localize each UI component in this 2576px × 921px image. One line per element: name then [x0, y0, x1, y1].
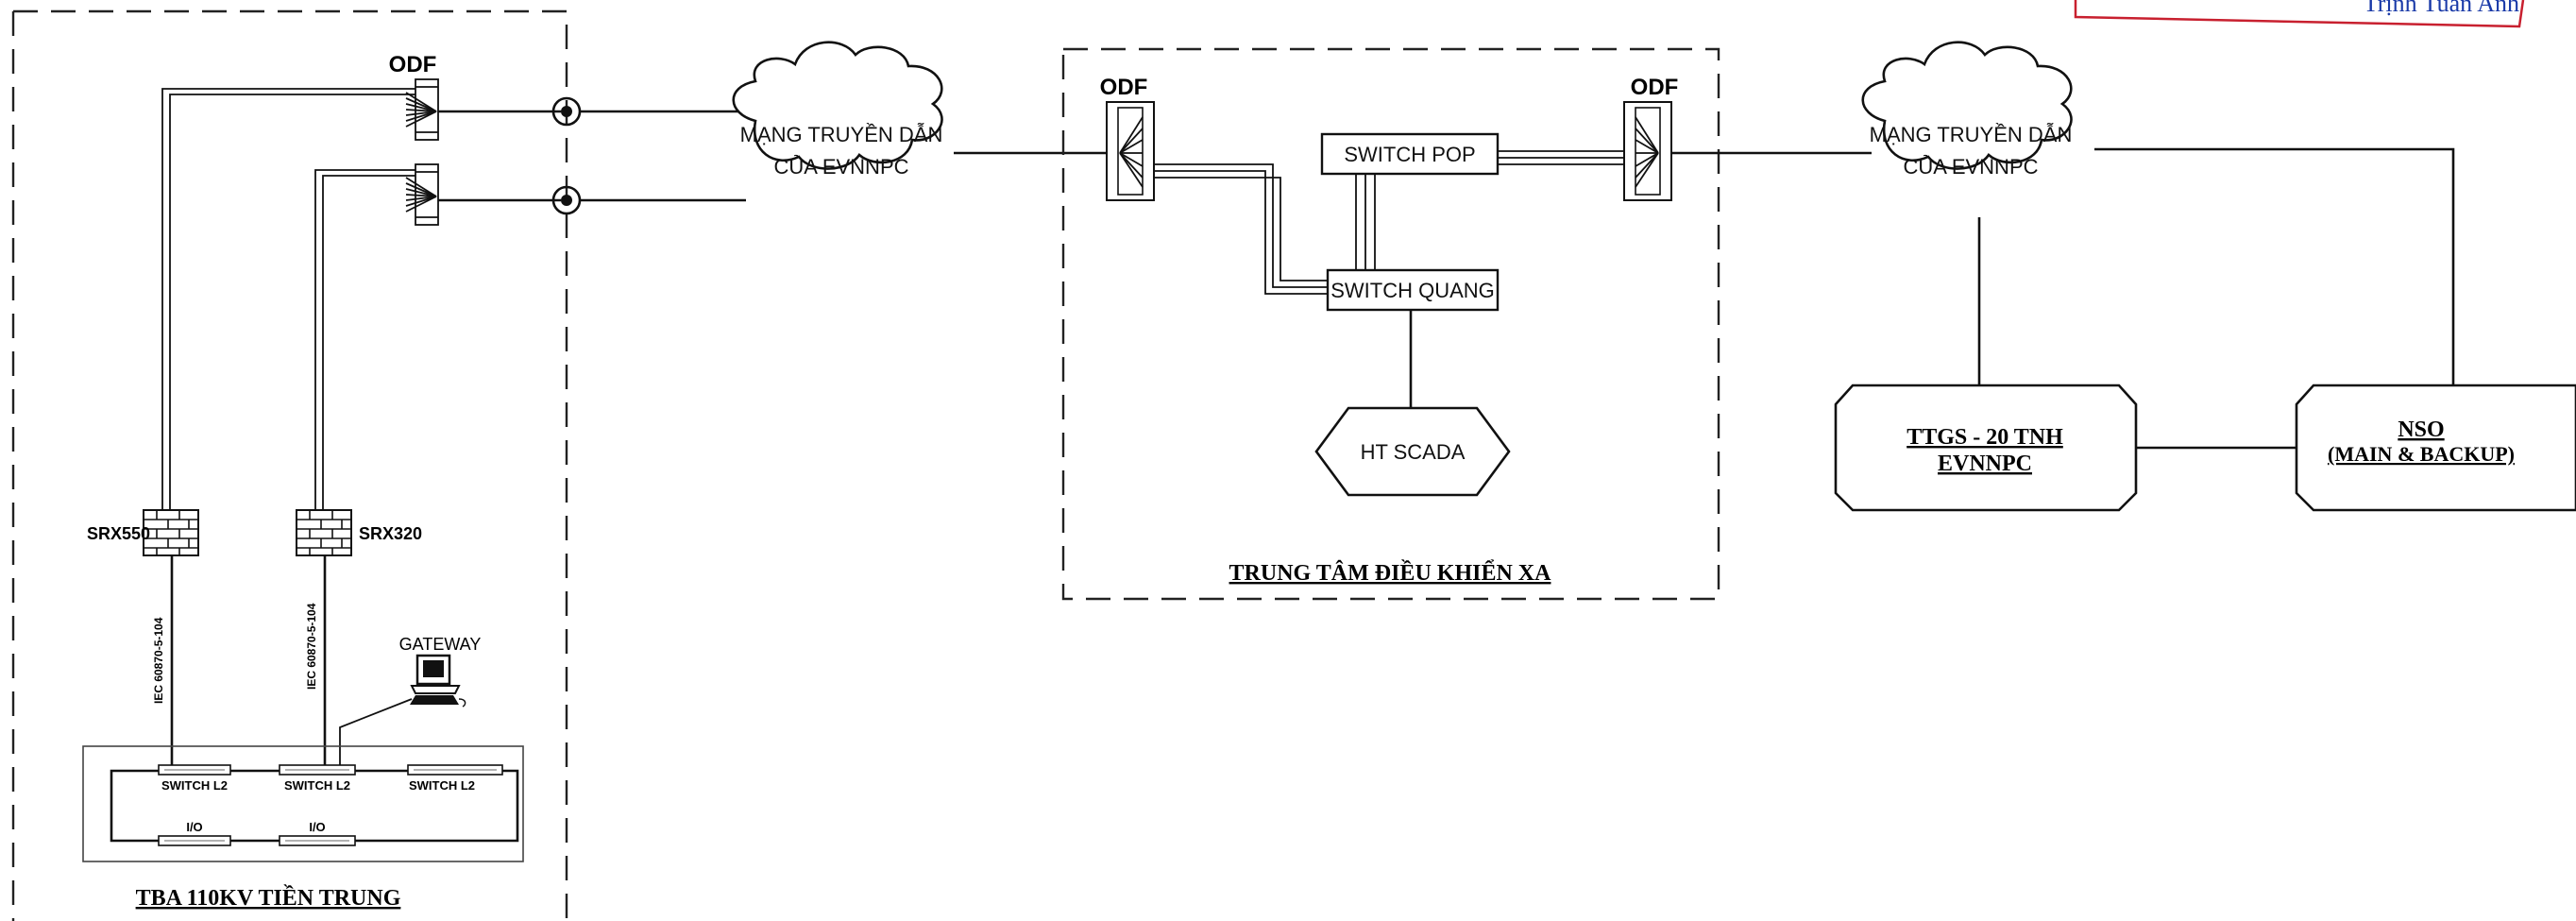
odf-control-left-label: ODF [1100, 75, 1148, 100]
io-module-1 [158, 835, 231, 846]
ht-scada-label: HT SCADA [1361, 440, 1466, 464]
switch-l2-3-label: SWITCH L2 [409, 778, 475, 793]
odf-control-right-label: ODF [1631, 75, 1679, 100]
transmission-network-cloud-2: MẠNG TRUYỀN DẪN CỦA EVNNPC [1861, 41, 2073, 179]
transmission-network-cloud-1: MẠNG TRUYỀN DẪN CỦA EVNNPC [732, 41, 943, 179]
gateway-label: GATEWAY [399, 635, 482, 654]
switch-l2-2 [279, 764, 356, 776]
odf-control-left [1106, 101, 1155, 201]
switch-quang-box [1326, 268, 1500, 312]
switch-rack-box [82, 745, 524, 862]
gateway-computer-icon [410, 654, 466, 708]
firewall-srx550-label: SRX550 [87, 524, 150, 543]
protocol-label-right: IEC 60870-5-104 [305, 603, 318, 690]
switch-l2-1 [158, 764, 231, 776]
protocol-label-left: IEC 60870-5-104 [152, 617, 165, 704]
network-2-line2: CỦA EVNNPC [1903, 155, 2038, 179]
switch-pop-label: SWITCH POP [1344, 143, 1475, 166]
odf-unit-1 [405, 78, 439, 141]
odf-unit-2 [405, 163, 439, 226]
network-1-line2: CỦA EVNNPC [773, 155, 908, 179]
switch-l2-2-label: SWITCH L2 [284, 778, 350, 793]
odf-substation-label: ODF [389, 52, 437, 77]
stamp-text: Trịnh Tuấn Anh [2364, 0, 2519, 17]
io-1-label: I/O [186, 820, 202, 834]
nso-line1: NSO [2398, 418, 2444, 442]
ht-scada-node [1314, 406, 1511, 497]
substation-group: ODF [11, 9, 746, 921]
control-center-title: TRUNG TÂM ĐIỀU KHIỂN XA [1229, 560, 1552, 586]
odf-control-right [1623, 101, 1672, 201]
switch-quang-label: SWITCH QUANG [1330, 279, 1495, 302]
switch-l2-3 [407, 764, 503, 776]
firewall-srx320-icon [296, 509, 352, 556]
switch-pop-box [1320, 132, 1500, 176]
nso-node [2295, 384, 2576, 512]
firewall-srx550-icon [143, 509, 199, 556]
nso-line2: (MAIN & BACKUP) [2328, 442, 2515, 466]
firewall-srx320-label: SRX320 [359, 524, 422, 543]
switch-l2-1-label: SWITCH L2 [161, 778, 228, 793]
io-2-label: I/O [309, 820, 325, 834]
network-1-line1: MẠNG TRUYỀN DẪN [740, 122, 943, 146]
network-2-line1: MẠNG TRUYỀN DẪN [1870, 122, 2073, 146]
substation-title: TBA 110KV TIỀN TRUNG [136, 885, 401, 911]
signature-stamp: Trịnh Tuấn Anh [2074, 0, 2525, 28]
ttgs-line2: EVNNPC [1938, 452, 2032, 476]
io-module-2 [279, 835, 356, 846]
control-center-boundary [1061, 47, 1720, 601]
substation-boundary [11, 9, 568, 921]
ttgs-line1: TTGS - 20 TNH [1907, 425, 2063, 450]
ttgs-node [1834, 384, 2138, 512]
control-center-group: ODF SWITCH POP SWITCH QUANG HT SCADA [1061, 47, 1720, 601]
